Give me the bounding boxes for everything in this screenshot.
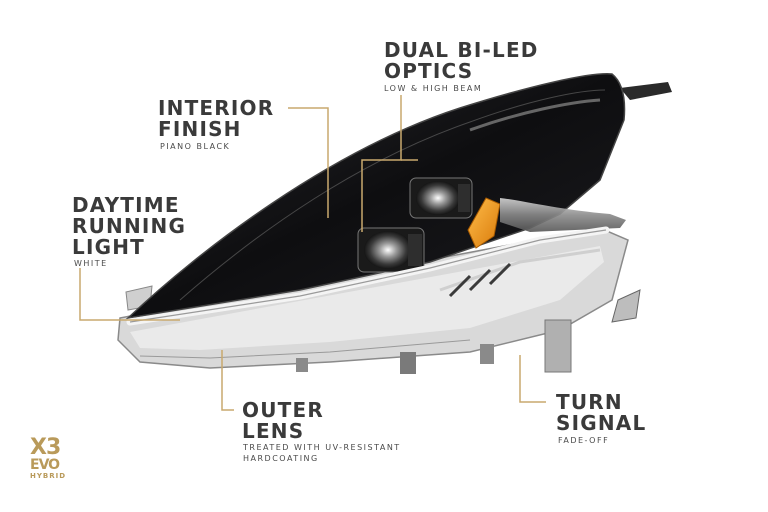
optics-subtitle: LOW & HIGH BEAM (384, 84, 483, 93)
logo-x3: X3 (30, 435, 61, 460)
mounting-tab (611, 289, 641, 323)
amber-turn-lens (467, 197, 501, 249)
callout-lines (79, 95, 546, 411)
adjuster (480, 344, 494, 364)
mounting-tab (620, 82, 672, 100)
logo-evo: EVO (30, 457, 60, 473)
interior-subtitle: PIANO BLACK (160, 142, 231, 151)
turn-title: TURN SIGNAL (556, 390, 647, 435)
logo-hybrid: HYBRID (30, 472, 67, 480)
bi-led-projector-upper (409, 177, 473, 219)
lens-subtitle: TREATED WITH UV-RESISTANT HARDCOATING (243, 443, 401, 463)
adjuster (400, 352, 416, 374)
x3-evo-hybrid-logo: X3 EVO HYBRID (30, 435, 67, 481)
interior-title: INTERIOR FINISH (158, 96, 275, 141)
bi-led-projector-lower (357, 227, 425, 273)
adjuster (296, 358, 308, 372)
drl-title: DAYTIME RUNNING LIGHT (72, 193, 187, 259)
turn-subtitle: FADE-OFF (558, 436, 610, 445)
housing (125, 73, 626, 320)
turn-signal-strip (439, 248, 601, 292)
adjuster (544, 319, 572, 373)
drl-subtitle: WHITE (74, 259, 108, 268)
optics-title: DUAL BI-LED OPTICS (384, 38, 539, 83)
lens-title: OUTER LENS (242, 398, 324, 443)
